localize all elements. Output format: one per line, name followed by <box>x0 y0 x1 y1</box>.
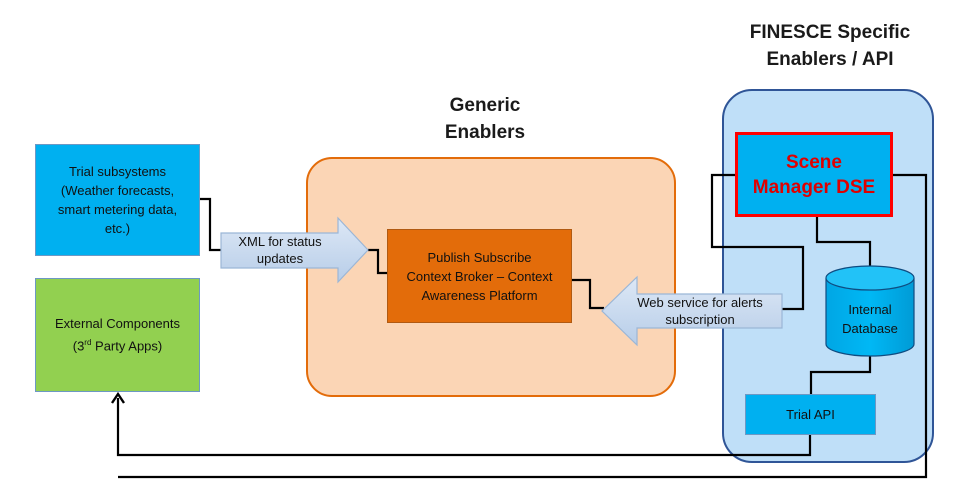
wire-scene-to-external <box>118 173 928 479</box>
trial-subsystems-box: Trial subsystems (Weather forecasts, sma… <box>35 144 200 256</box>
scene-manager-box: Scene Manager DSE <box>735 132 893 217</box>
xml-arrow-label: XML for status updates <box>238 234 322 266</box>
trial-api-box: Trial API <box>745 394 876 435</box>
wire-scene-to-db <box>815 216 872 270</box>
external-components-box: External Components (3rd Party Apps) <box>35 278 200 392</box>
xml-arrow-shape <box>220 216 369 284</box>
wire-trialapi-to-external <box>116 398 812 457</box>
context-broker-box: Publish Subscribe Context Broker – Conte… <box>387 229 572 323</box>
internal-database-label: Internal Database <box>842 302 898 336</box>
finesce-enablers-title: FINESCE Specific Enablers / API <box>749 22 911 70</box>
webservice-arrow-label: Web service for alerts subscription <box>637 295 763 327</box>
arrowhead-up-icon <box>111 391 125 404</box>
wire-webservice-to-scene <box>710 173 805 311</box>
wire-broker-to-webservice <box>572 278 604 310</box>
database-cylinder-icon <box>825 265 915 357</box>
webservice-arrow-shape <box>601 275 783 347</box>
wire-trial-to-xml <box>200 197 224 252</box>
wire-xml-to-broker <box>368 248 388 275</box>
wire-db-to-trialapi <box>809 356 872 394</box>
generic-enablers-title: Generic Enablers <box>444 95 526 143</box>
